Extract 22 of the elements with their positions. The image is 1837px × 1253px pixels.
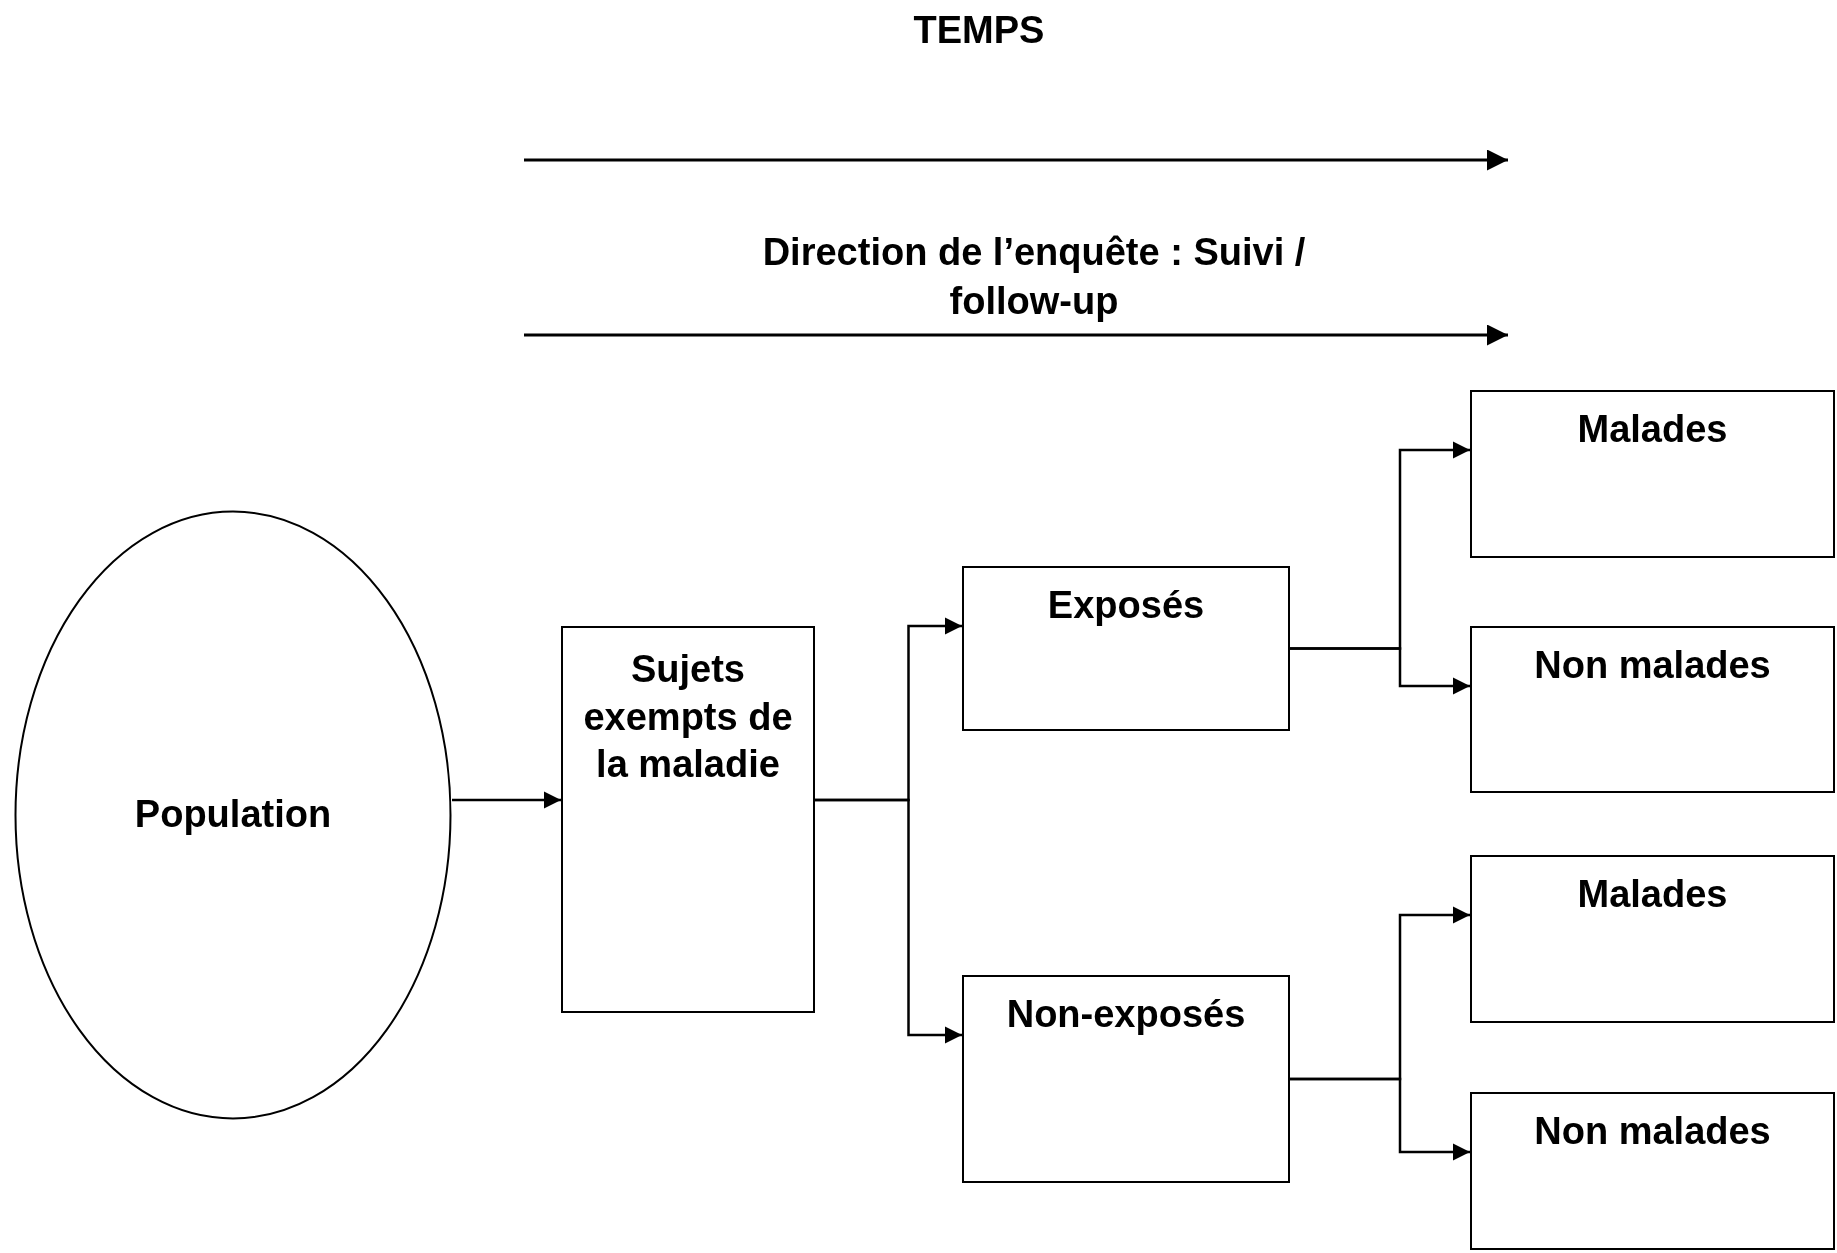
node-label: Malades: [1576, 872, 1729, 917]
arrow: [1290, 647, 1470, 695]
process-box: [1470, 390, 1835, 558]
node-label: Non-exposés: [1005, 992, 1247, 1037]
node-label: Population: [133, 792, 333, 838]
process-box: [1470, 626, 1835, 793]
axis-title: TEMPS: [912, 8, 1046, 53]
node-label: Non malades: [1533, 1109, 1772, 1154]
direction-label: Direction de l’enquête : Suivi / follow-up: [761, 230, 1307, 325]
node-label: Sujets exempts de la maladie: [582, 647, 794, 787]
process-box: [561, 626, 815, 1013]
node-label: Exposés: [1046, 583, 1206, 628]
process-box: [1470, 855, 1835, 1023]
arrow: [452, 791, 561, 809]
node-label: Non malades: [1533, 643, 1772, 688]
process-box: [1470, 1092, 1835, 1250]
population-ellipse: [14, 510, 452, 1120]
arrow: [1290, 1077, 1470, 1161]
node-label: Malades: [1576, 407, 1729, 452]
arrow: [815, 798, 962, 1044]
process-box: [962, 566, 1290, 731]
process-box: [962, 975, 1290, 1183]
